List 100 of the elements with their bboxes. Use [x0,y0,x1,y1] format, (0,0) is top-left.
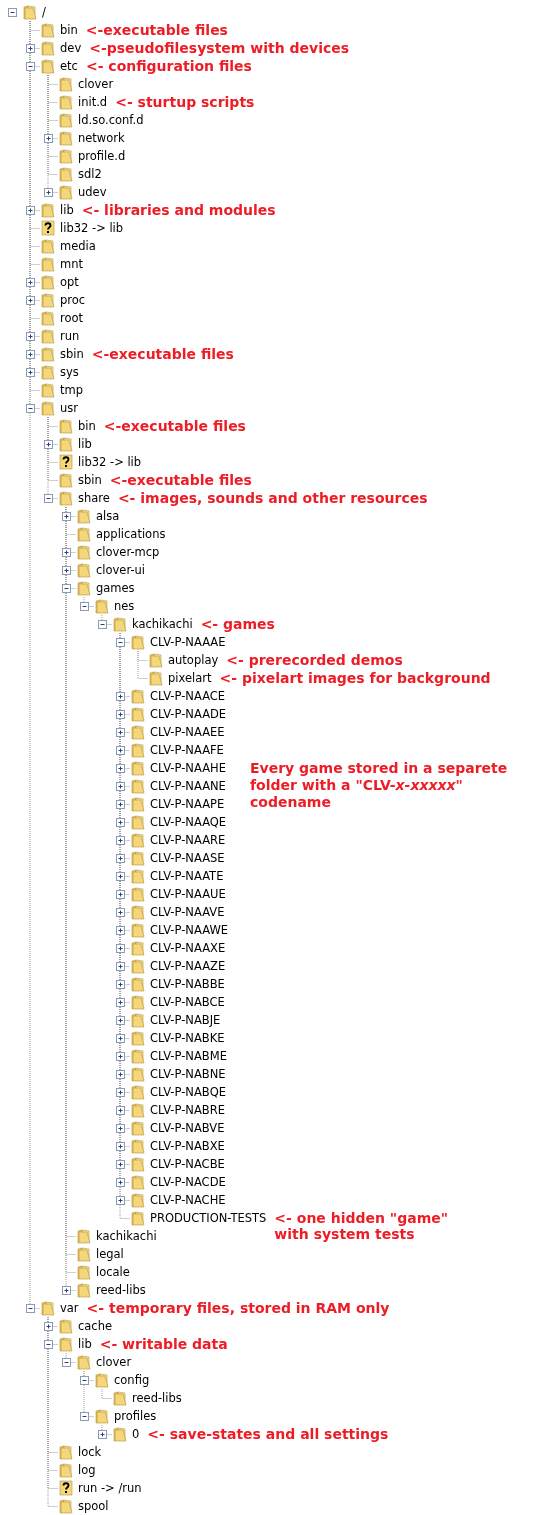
folder-name: CLV-P-NABXE [150,1139,225,1153]
folder-name: run -> /run [78,1481,142,1495]
folder-name: sys [60,365,79,379]
tree-line [101,614,113,625]
folder-name: CLV-P-NAAFE [150,743,224,757]
folder-name: kachikachi [96,1229,157,1243]
folder-name: CLV-P-NABNE [150,1067,226,1081]
folder-name: usr [60,401,78,415]
folder-name: udev [78,185,107,199]
folder-name: tmp [60,383,83,397]
folder-name: nes [114,599,135,613]
tree-line [101,1424,113,1435]
folder-name: proc [60,293,86,307]
folder-name: clover [96,1355,132,1369]
folder-name: opt [60,275,79,289]
folder-name: CLV-P-NAASE [150,851,225,865]
folder-name: CLV-P-NAAHE [150,761,226,775]
folder-name: CLV-P-NABME [150,1049,227,1063]
annotation-text: <- one hidden "game" with system tests [274,1210,449,1242]
folder-name: pixelart [168,671,212,685]
annotation-text: <-executable files [103,418,246,434]
annotation-text: <- writable data [99,1336,228,1352]
folder-name: dev [60,41,82,55]
folder-name: ld.so.conf.d [78,113,144,127]
folder-name: CLV-P-NAAXE [150,941,226,955]
folder-name: root [60,311,84,325]
folder-name: run [60,329,80,343]
annotation-text: <-executable files [91,346,234,362]
tree-line [101,1388,113,1399]
tree-line [47,74,59,193]
folder-name: lib [78,437,92,451]
tree-line [65,1352,77,1363]
folder-name: PRODUCTION-TESTS [150,1211,267,1225]
tree-line [83,1370,95,1417]
annotation-text: Every game stored in a separete folder with a "CLV-x-xxxxx" codename [250,760,509,811]
folder-name: clover [78,77,114,91]
tree-line [83,596,95,607]
folder-name: etc [60,59,78,73]
folder-name: 0 [132,1427,140,1441]
folder-name: profiles [114,1409,157,1423]
folder-name: applications [96,527,166,541]
folder-name: lib32 -> lib [78,455,142,469]
folder-name: games [96,581,135,595]
folder-name: CLV-P-NACHE [150,1193,226,1207]
folder-name: legal [96,1247,124,1261]
folder-name: CLV-P-NAAVE [150,905,225,919]
annotation-text: <- pixelart images for background [219,670,491,686]
folder-name: CLV-P-NAAPE [150,797,225,811]
folder-name: CLV-P-NAAWE [150,923,228,937]
folder-name: log [78,1463,96,1477]
folder-name: lib32 -> lib [60,221,124,235]
folder-name: lib [60,203,74,217]
annotation-text: <-pseudofilesystem with devices [89,40,350,56]
folder-name: bin [60,23,78,37]
annotation-text: <- images, sounds and other resources [117,490,428,506]
folder-name: locale [96,1265,130,1279]
folder-name: var [60,1301,79,1315]
folder-name: CLV-P-NAACE [150,689,226,703]
annotation-text: <- sturtup scripts [115,94,255,110]
annotation-text: <- save-states and all settings [147,1426,389,1442]
folder-name: CLV-P-NABKE [150,1031,225,1045]
folder-name: clover-mcp [96,545,160,559]
folder-name: autoplay [168,653,219,667]
folder-name: sbin [60,347,84,361]
annotation-text: <- games [200,616,275,632]
tree-line [137,650,149,679]
folder-name: clover-ui [96,563,146,577]
folder-name: media [60,239,96,253]
folder-name: profile.d [78,149,126,163]
folder-name: network [78,131,125,145]
folder-name: CLV-P-NABBE [150,977,225,991]
folder-name: CLV-P-NABQE [150,1085,227,1099]
folder-name: CLV-P-NACDE [150,1175,226,1189]
annotation-text: <- temporary files, stored in RAM only [86,1300,390,1316]
folder-name: CLV-P-NACBE [150,1157,225,1171]
folder-name: / [42,5,46,19]
folder-name: spool [78,1499,109,1513]
folder-name: alsa [96,509,120,523]
folder-name: cache [78,1319,113,1333]
tree-line [47,416,59,499]
folder-name: reed-libs [96,1283,146,1297]
folder-name: CLV-P-NABRE [150,1103,225,1117]
folder-name: CLV-P-NAAQE [150,815,227,829]
folder-name: CLV-P-NAADE [150,707,227,721]
folder-name: share [78,491,110,505]
folder-name: mnt [60,257,83,271]
folder-name: bin [78,419,96,433]
folder-name: sdl2 [78,167,102,181]
folder-name: kachikachi [132,617,193,631]
folder-name: CLV-P-NABJE [150,1013,221,1027]
folder-name: CLV-P-NAATE [150,869,224,883]
annotation-text: <- libraries and modules [81,202,276,218]
folder-name: CLV-P-NAAUE [150,887,226,901]
folder-name: CLV-P-NAARE [150,833,226,847]
annotation-text: <-executable files [109,472,252,488]
folder-name: reed-libs [132,1391,182,1405]
folder-name: CLV-P-NABCE [150,995,225,1009]
annotation-text: <- prerecorded demos [226,652,403,668]
folder-name: lib [78,1337,92,1351]
annotation-text: <-executable files [85,22,228,38]
